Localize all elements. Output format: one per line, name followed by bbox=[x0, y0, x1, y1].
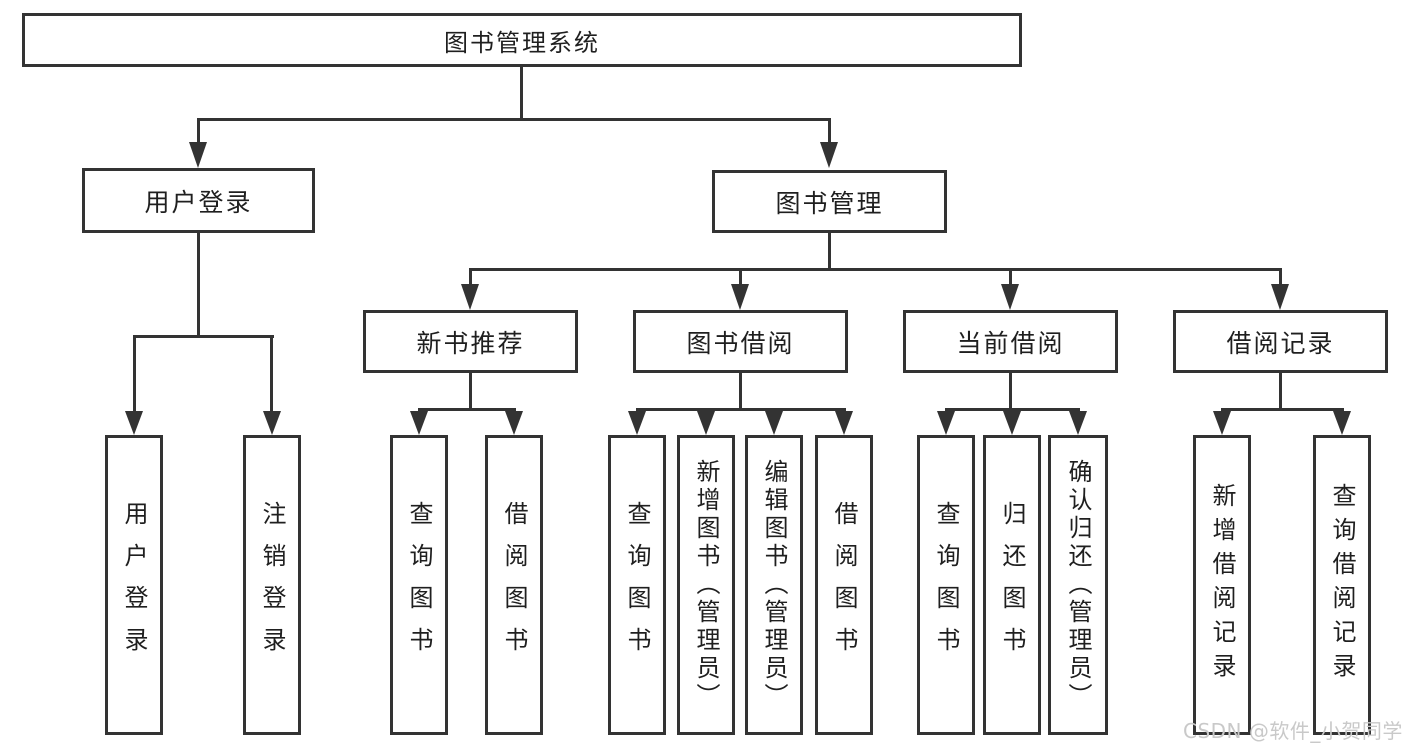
leaf-label: 确认归还（管理员） bbox=[1064, 459, 1092, 711]
arrowhead-down bbox=[765, 411, 783, 435]
login-leaf-drop-line bbox=[133, 335, 136, 413]
user-login-stem-line bbox=[197, 231, 200, 338]
leaf-confirm-return-admin: 确认归还（管理员） bbox=[1048, 435, 1108, 735]
arrowhead-down bbox=[1213, 411, 1231, 435]
arrowhead-down bbox=[1333, 411, 1351, 435]
node-new-book-recommend: 新书推荐 bbox=[363, 310, 578, 373]
leaf-borrow-books-recommend: 借阅图书 bbox=[485, 435, 543, 735]
arrowhead-down bbox=[410, 411, 428, 435]
leaf-label: 编辑图书（管理员） bbox=[760, 459, 788, 711]
node-current-borrowing: 当前借阅 bbox=[903, 310, 1118, 373]
book-mgmt-stem-line bbox=[828, 231, 831, 271]
arrowhead-down bbox=[1069, 411, 1087, 435]
node-book-management: 图书管理 bbox=[712, 170, 947, 233]
leaf-label: 新增图书（管理员） bbox=[692, 459, 720, 711]
new-book-branch-bar bbox=[418, 408, 516, 411]
leaf-add-books-admin: 新增图书（管理员） bbox=[677, 435, 735, 735]
node-user-login: 用户登录 bbox=[82, 168, 315, 233]
node-library-system: 图书管理系统 bbox=[22, 13, 1022, 67]
leaf-label: 查询图书 bbox=[932, 501, 960, 669]
current-borrow-drop-line bbox=[1009, 268, 1012, 288]
book-borrow-stem-line bbox=[739, 371, 742, 411]
leaf-label: 注销登录 bbox=[258, 501, 286, 669]
leaf-edit-books-admin: 编辑图书（管理员） bbox=[745, 435, 803, 735]
borrow-record-branch-bar bbox=[1221, 408, 1344, 411]
arrowhead-down bbox=[461, 284, 479, 310]
node-book-borrowing: 图书借阅 bbox=[633, 310, 848, 373]
book-borrow-branch-bar bbox=[636, 408, 846, 411]
book-mgmt-drop-line bbox=[828, 118, 831, 146]
leaf-add-borrow-record: 新增借阅记录 bbox=[1193, 435, 1251, 735]
borrow-record-stem-line bbox=[1279, 371, 1282, 411]
leaf-label: 用户登录 bbox=[120, 501, 148, 669]
leaf-label: 借阅图书 bbox=[830, 501, 858, 669]
arrowhead-down bbox=[820, 142, 838, 168]
node-borrowing-records: 借阅记录 bbox=[1173, 310, 1388, 373]
arrowhead-down bbox=[1003, 411, 1021, 435]
arrowhead-down bbox=[1001, 284, 1019, 310]
new-book-drop-line bbox=[469, 268, 472, 288]
leaf-query-books-borrowing: 查询图书 bbox=[608, 435, 666, 735]
leaf-label: 查询图书 bbox=[623, 501, 651, 669]
current-borrow-stem-line bbox=[1009, 371, 1012, 411]
arrowhead-down bbox=[189, 142, 207, 168]
leaf-logout: 注销登录 bbox=[243, 435, 301, 735]
arrowhead-down bbox=[731, 284, 749, 310]
user-login-drop-line bbox=[197, 118, 200, 146]
leaf-query-borrow-record: 查询借阅记录 bbox=[1313, 435, 1371, 735]
root-branch-bar bbox=[197, 118, 831, 121]
leaf-label: 归还图书 bbox=[998, 501, 1026, 669]
leaf-label: 查询图书 bbox=[405, 501, 433, 669]
leaf-label: 新增借阅记录 bbox=[1208, 483, 1236, 687]
arrowhead-down bbox=[1271, 284, 1289, 310]
root-stem-line bbox=[520, 67, 523, 120]
arrowhead-down bbox=[697, 411, 715, 435]
leaf-query-books-recommend: 查询图书 bbox=[390, 435, 448, 735]
current-borrow-branch-bar bbox=[945, 408, 1080, 411]
book-mgmt-branch-bar bbox=[469, 268, 1282, 271]
leaf-user-login: 用户登录 bbox=[105, 435, 163, 735]
book-borrow-drop-line bbox=[739, 268, 742, 288]
leaf-label: 查询借阅记录 bbox=[1328, 483, 1356, 687]
arrowhead-down bbox=[125, 411, 143, 435]
leaf-borrow-books: 借阅图书 bbox=[815, 435, 873, 735]
leaf-query-books-current: 查询图书 bbox=[917, 435, 975, 735]
borrow-record-drop-line bbox=[1279, 268, 1282, 288]
user-login-branch-bar bbox=[133, 335, 274, 338]
arrowhead-down bbox=[628, 411, 646, 435]
arrowhead-down bbox=[263, 411, 281, 435]
leaf-label: 借阅图书 bbox=[500, 501, 528, 669]
leaf-return-books: 归还图书 bbox=[983, 435, 1041, 735]
new-book-stem-line bbox=[469, 371, 472, 411]
logout-leaf-drop-line bbox=[270, 335, 273, 413]
arrowhead-down bbox=[835, 411, 853, 435]
arrowhead-down bbox=[505, 411, 523, 435]
arrowhead-down bbox=[937, 411, 955, 435]
csdn-watermark: CSDN @软件_小贺同学 bbox=[1183, 719, 1403, 743]
